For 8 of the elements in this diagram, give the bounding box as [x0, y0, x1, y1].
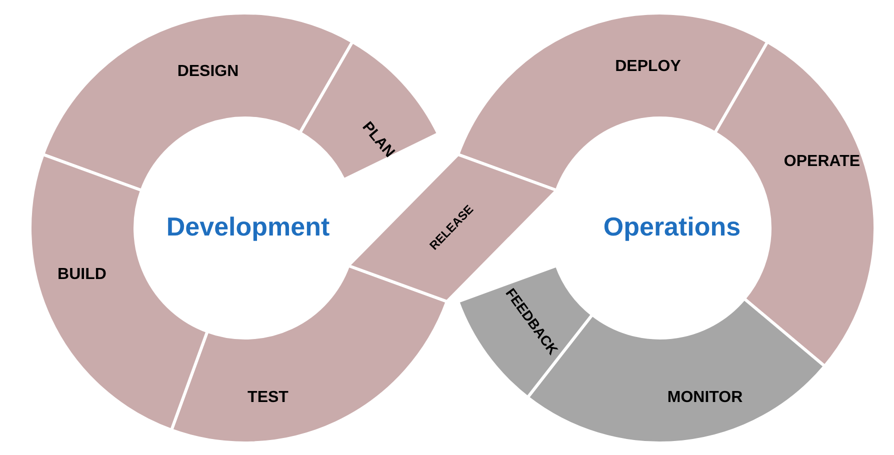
segment-label: BUILD — [58, 266, 106, 284]
loop-center-label: Development — [166, 212, 330, 242]
segment-label: DEPLOY — [615, 58, 681, 76]
segment-label: OPERATE — [784, 153, 860, 170]
segment-label: MONITOR — [667, 389, 743, 406]
segment-label: DESIGN — [177, 63, 239, 80]
loop-center-label: Operations — [603, 212, 741, 242]
segment-label: TEST — [248, 389, 288, 406]
